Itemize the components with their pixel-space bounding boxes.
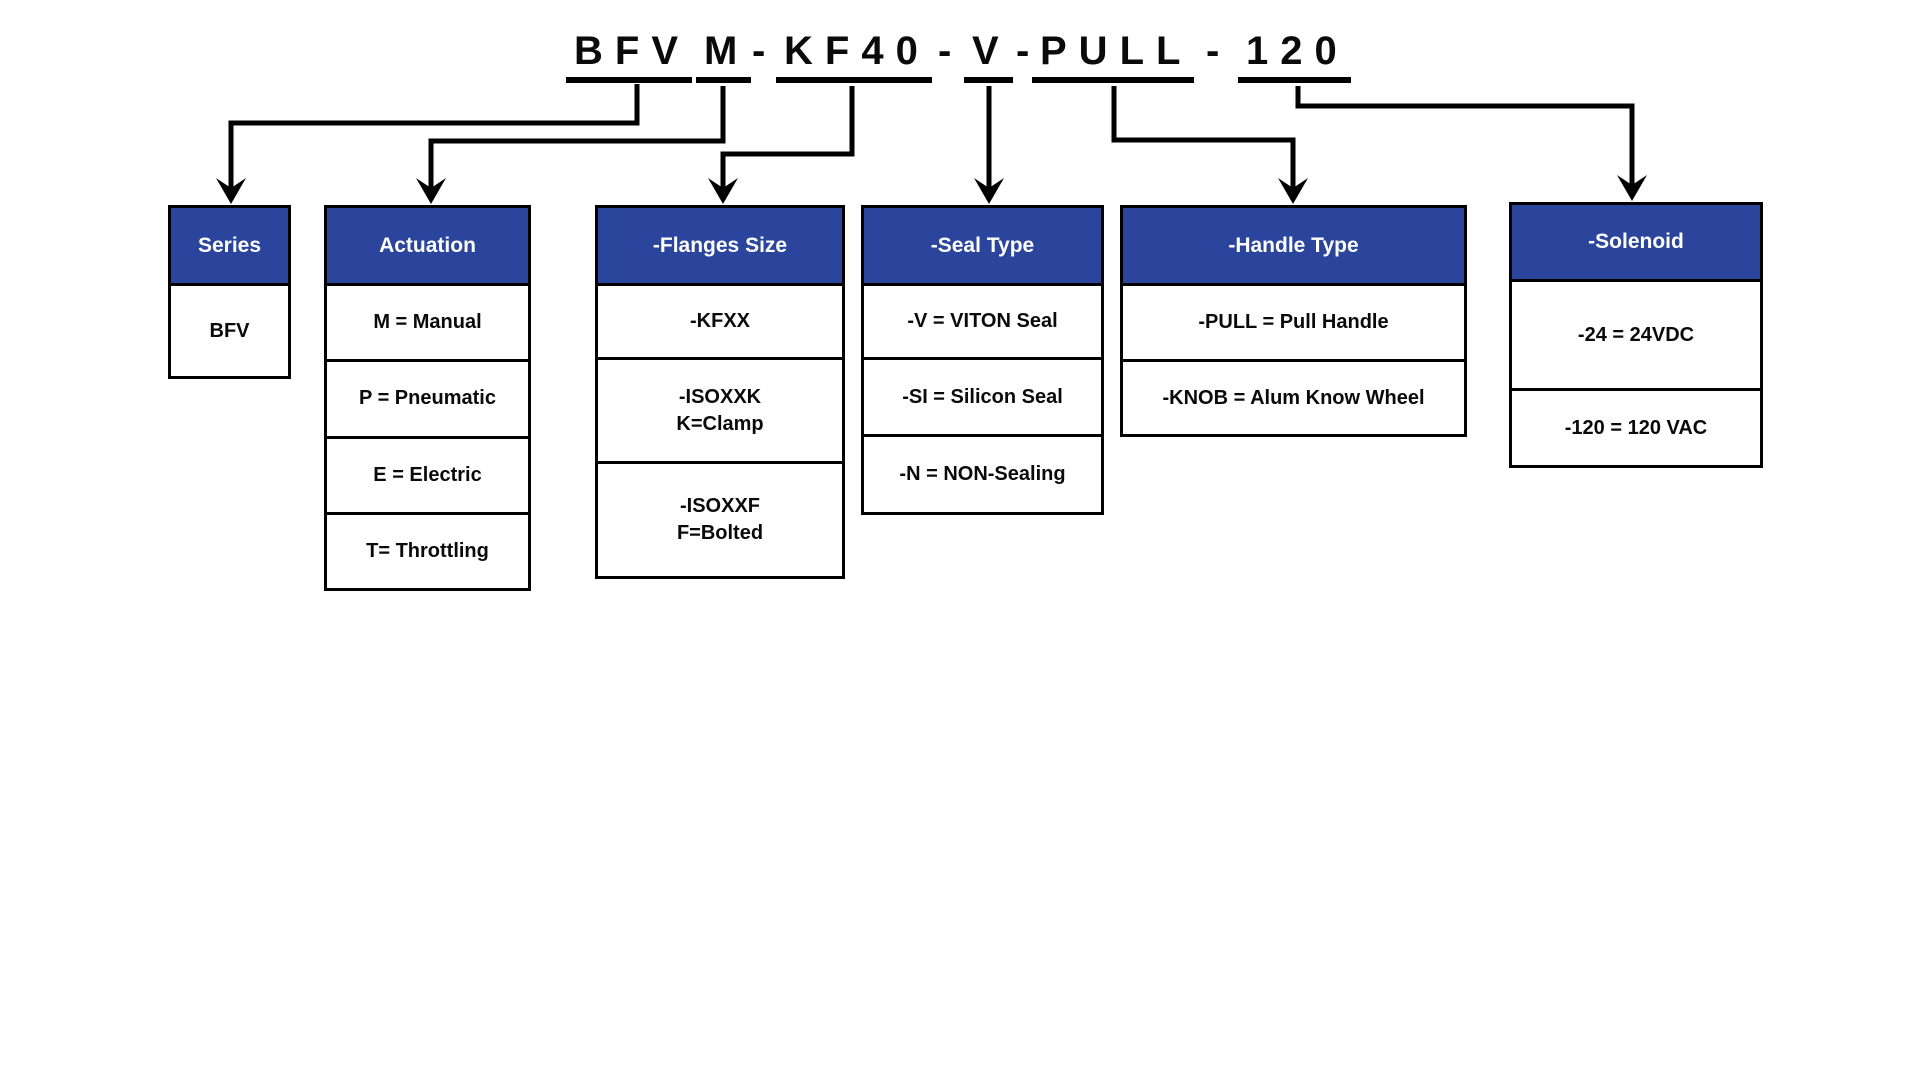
connector-flange-line <box>720 86 855 192</box>
code-segment-series: BFV <box>566 30 692 83</box>
code-segment-voltage: 120 <box>1238 30 1351 83</box>
column-seal-type: -Seal Type -V = VITON Seal -SI = Silicon… <box>861 205 1104 515</box>
column-header: -Seal Type <box>864 208 1101 283</box>
column-actuation: Actuation M = Manual P = Pneumatic E = E… <box>324 205 531 591</box>
code-cell: BFV <box>171 283 288 376</box>
code-cell: -ISOXXF F=Bolted <box>598 461 842 576</box>
code-hyphen: - <box>1016 29 1030 73</box>
connector-solenoid-line <box>1295 86 1635 187</box>
code-cell: P = Pneumatic <box>327 359 528 435</box>
arrowhead-flange-icon <box>708 178 738 204</box>
connector-handle-line <box>1111 86 1296 190</box>
code-hyphen: - <box>752 29 766 73</box>
arrowhead-handle-icon <box>1278 178 1308 204</box>
column-header: -Solenoid <box>1512 205 1760 279</box>
column-header: -Handle Type <box>1123 208 1464 283</box>
code-segment-flange: KF40 <box>776 30 932 83</box>
code-cell-line: -ISOXXK <box>678 385 762 408</box>
arrowhead-solenoid-icon <box>1617 175 1647 201</box>
code-cell-line: -KFXX <box>690 310 750 332</box>
code-cell-line: -V = VITON Seal <box>907 310 1058 332</box>
code-cell-line: -N = NON-Sealing <box>899 463 1066 485</box>
code-segment-seal: V <box>964 30 1013 83</box>
column-header: -Flanges Size <box>598 208 842 283</box>
code-segment-handle: PULL <box>1032 30 1195 83</box>
arrowhead-actuation-icon <box>416 178 446 204</box>
code-hyphen: - <box>1206 29 1220 73</box>
code-cell: M = Manual <box>327 283 528 359</box>
code-cell-line: M = Manual <box>373 311 482 334</box>
code-cell: -SI = Silicon Seal <box>864 357 1101 434</box>
column-header: Actuation <box>327 208 528 283</box>
column-series: Series BFV <box>168 205 291 379</box>
code-cell: -PULL = Pull Handle <box>1123 283 1464 359</box>
column-solenoid: -Solenoid -24 = 24VDC -120 = 120 VAC <box>1509 202 1763 468</box>
code-cell: T= Throttling <box>327 511 528 588</box>
connector-actuation-line <box>428 86 726 190</box>
code-cell-line: -24 = 24VDC <box>1577 323 1695 346</box>
code-cell-line: -120 = 120 VAC <box>1564 416 1708 439</box>
code-hyphen: - <box>938 29 952 73</box>
code-cell: -N = NON-Sealing <box>864 434 1101 512</box>
code-cell-line: T= Throttling <box>366 539 489 562</box>
code-cell: -KNOB = Alum Know Wheel <box>1123 359 1464 434</box>
code-cell: -KFXX <box>598 283 842 357</box>
arrowhead-series-icon <box>216 178 246 204</box>
code-cell: -ISOXXK K=Clamp <box>598 357 842 461</box>
code-cell-line: F=Bolted <box>676 522 764 544</box>
code-cell-line: K=Clamp <box>676 412 764 435</box>
code-cell: -120 = 120 VAC <box>1512 388 1760 465</box>
column-flanges-size: -Flanges Size -KFXX -ISOXXK K=Clamp -ISO… <box>595 205 845 579</box>
code-cell-line: -ISOXXF <box>679 495 760 517</box>
code-cell-line: P = Pneumatic <box>359 387 496 410</box>
code-cell-line: -KNOB = Alum Know Wheel <box>1162 386 1425 409</box>
code-cell: -24 = 24VDC <box>1512 279 1760 388</box>
connector-series-line <box>228 84 640 190</box>
code-cell: -V = VITON Seal <box>864 283 1101 357</box>
code-cell-line: E = Electric <box>373 463 482 486</box>
column-header: Series <box>171 208 288 283</box>
arrowhead-seal-icon <box>974 178 1004 204</box>
code-cell: E = Electric <box>327 435 528 512</box>
code-cell-line: -SI = Silicon Seal <box>902 385 1063 408</box>
code-cell-line: BFV <box>209 319 250 342</box>
code-cell-line: -PULL = Pull Handle <box>1198 311 1389 333</box>
code-segment-actuation: M <box>696 30 752 83</box>
column-handle-type: -Handle Type -PULL = Pull Handle -KNOB =… <box>1120 205 1467 437</box>
